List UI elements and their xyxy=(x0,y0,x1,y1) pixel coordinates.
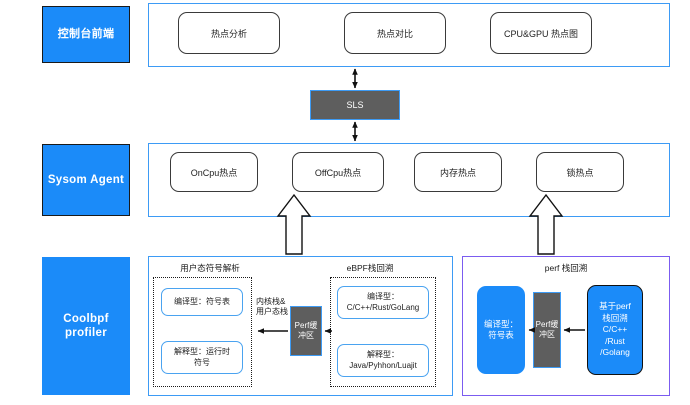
node-memory-hotspot[interactable]: 内存热点 xyxy=(414,152,502,192)
node-label: SLS xyxy=(346,100,364,110)
layer-label-text: 控制台前端 xyxy=(57,27,115,40)
node-hotspot-analysis[interactable]: 热点分析 xyxy=(178,12,280,54)
node-label-line-2: C/C++/Rust/GoLang xyxy=(346,302,420,312)
layer-label-text: Sysom Agent xyxy=(47,173,125,186)
node-label-line-2: 符号表 xyxy=(488,330,514,340)
node-sls[interactable]: SLS xyxy=(310,90,400,120)
node-label-line-1: 编译型： xyxy=(483,318,518,329)
node-label-line-2: 栈回溯 xyxy=(602,312,628,323)
node-label-line-1: Perf缓 xyxy=(294,320,318,330)
caption-usermode-symbol-parsing: 用户态符号解析 xyxy=(180,263,240,273)
node-compiled-langs[interactable]: 编译型： C/C++/Rust/GoLang xyxy=(337,286,429,319)
node-perf-buffer-perf[interactable]: Perf缓 冲区 xyxy=(533,292,561,368)
node-label: 内存热点 xyxy=(439,167,476,178)
node-label: 热点分析 xyxy=(210,28,247,39)
usermode-symbol-group xyxy=(153,277,252,387)
node-label-line-1: 解释型： xyxy=(367,350,399,360)
node-perf-buffer-ebpf[interactable]: Perf缓 冲区 xyxy=(290,306,322,356)
layer-label-sysom-agent: Sysom Agent xyxy=(42,144,130,216)
annotation-line-1: 内核栈& xyxy=(256,297,286,306)
node-perf-based-stack-source[interactable]: 基于perf 栈回溯 C/C++ /Rust /Golang xyxy=(587,285,643,375)
node-label: OffCpu热点 xyxy=(314,167,362,178)
node-label-line-3: C/C++ xyxy=(602,324,628,335)
node-offcpu-hotspot[interactable]: OffCpu热点 xyxy=(292,152,384,192)
node-label: 热点对比 xyxy=(376,28,413,39)
node-label-line-4: /Rust xyxy=(605,335,625,346)
node-interpreted-langs[interactable]: 解释型： Java/Pyhhon/Luajit xyxy=(337,344,429,377)
node-lock-hotspot[interactable]: 锁热点 xyxy=(536,152,624,192)
node-label-line-2: 冲区 xyxy=(539,330,555,339)
caption-perf-stack-unwind: perf 栈回溯 xyxy=(544,263,588,273)
layer-label-console-frontend: 控制台前端 xyxy=(42,6,130,63)
node-label-line-2: 符号 xyxy=(194,357,210,367)
node-label-line-1: Perf缓 xyxy=(535,319,559,329)
node-oncpu-hotspot[interactable]: OnCpu热点 xyxy=(170,152,258,192)
layer-label-line-1: Coolbpf xyxy=(63,312,109,325)
node-label: OnCpu热点 xyxy=(190,167,238,178)
node-perf-compiled-symbol-table[interactable]: 编译型： 符号表 xyxy=(477,286,525,374)
node-label: 编译型：符号表 xyxy=(174,296,230,306)
node-label-line-1: 编译型： xyxy=(367,292,399,302)
node-label: CPU&GPU 热点图 xyxy=(503,28,578,39)
layer-label-coolbpf-profiler: Coolbpf profiler xyxy=(42,257,130,395)
node-label-line-1: 解释型：运行时 xyxy=(174,347,230,357)
node-compiled-symbol-table[interactable]: 编译型：符号表 xyxy=(161,288,243,316)
node-label-line-2: Java/Pyhhon/Luajit xyxy=(349,360,417,370)
node-label-line-5: /Golang xyxy=(600,347,630,358)
node-label-line-2: 冲区 xyxy=(298,331,314,340)
node-interpreted-runtime-symbol[interactable]: 解释型：运行时 符号 xyxy=(161,341,243,374)
caption-ebpf-stack-unwind: eBPF栈回溯 xyxy=(346,263,394,273)
annotation-kernel-user-stack: 内核栈& 用户态栈 xyxy=(256,297,288,318)
layer-label-line-2: profiler xyxy=(64,327,107,339)
node-hotspot-compare[interactable]: 热点对比 xyxy=(344,12,446,54)
node-label: 锁热点 xyxy=(566,167,594,178)
node-cpu-gpu-heatmap[interactable]: CPU&GPU 热点图 xyxy=(490,12,592,54)
annotation-line-2: 用户态栈 xyxy=(256,307,288,317)
node-label-line-1: 基于perf xyxy=(599,301,631,312)
